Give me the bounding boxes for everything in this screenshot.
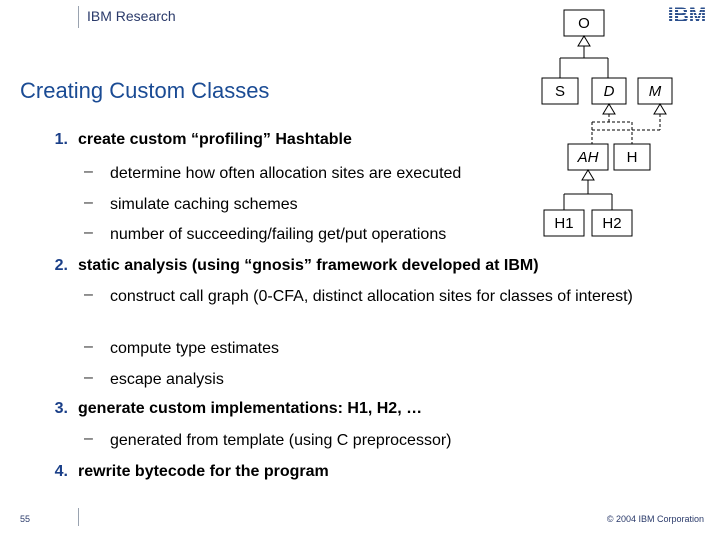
- dash-bullet: –: [84, 286, 93, 303]
- node-box-s: [541, 77, 579, 105]
- list-item-text: static analysis (using “gnosis” framewor…: [78, 257, 539, 274]
- node-box-h2: [591, 209, 633, 237]
- node-label-d: D: [604, 83, 615, 100]
- list-item-number: 2.: [54, 257, 68, 274]
- node-label-m: M: [649, 83, 662, 100]
- list-item-text: rewrite bytecode for the program: [78, 463, 329, 480]
- node-box-m: [637, 77, 673, 105]
- inherit-arrow-ah: [581, 169, 595, 181]
- list-item-number: 4.: [54, 463, 68, 480]
- list-item-text: create custom “profiling” Hashtable: [78, 131, 352, 148]
- sub-item-text: determine how often allocation sites are…: [110, 165, 462, 182]
- class-hierarchy-diagram: O S D M AH H H1 H2: [541, 9, 673, 237]
- node-box-o: [563, 9, 605, 37]
- node-label-h1: H1: [554, 215, 573, 232]
- node-label-ah: AH: [577, 149, 599, 166]
- list-item-text: generate custom implementations: H1, H2,…: [78, 400, 423, 417]
- sub-item-text: number of succeeding/failing get/put ope…: [110, 226, 447, 243]
- dash-bullet: –: [84, 194, 93, 211]
- sub-item-text: compute type estimates: [110, 340, 279, 357]
- inherit-arrow-m: [653, 103, 667, 115]
- dash-bullet: –: [84, 224, 93, 241]
- ibm-logo-text: IBM: [668, 4, 707, 26]
- node-label-h: H: [627, 149, 638, 166]
- node-label-h2: H2: [602, 215, 621, 232]
- dash-bullet: –: [84, 163, 93, 180]
- sub-item-text: escape analysis: [110, 371, 224, 388]
- page-title: Creating Custom Classes: [20, 78, 270, 103]
- node-box-h1: [543, 209, 585, 237]
- list-item-number: 1.: [54, 131, 68, 148]
- sub-item-text: generated from template (using C preproc…: [110, 432, 452, 449]
- header-label: IBM Research: [87, 8, 176, 24]
- list-item-number: 3.: [54, 400, 68, 417]
- sub-item-text: construct call graph (0-CFA, distinct al…: [110, 288, 633, 305]
- node-label-o: O: [578, 15, 590, 32]
- node-box-h: [613, 143, 651, 171]
- footer-divider: [78, 508, 79, 526]
- node-box-d: [591, 77, 627, 105]
- copyright-notice: © 2004 IBM Corporation: [606, 514, 704, 524]
- sub-item-text: simulate caching schemes: [110, 196, 298, 213]
- inherit-arrow-d: [602, 103, 616, 115]
- inherit-arrow-o: [577, 35, 591, 47]
- dash-bullet: –: [84, 430, 93, 447]
- header-divider: [78, 6, 79, 28]
- ibm-logo: IBM: [668, 4, 707, 26]
- node-label-s: S: [555, 83, 565, 100]
- dash-bullet: –: [84, 338, 93, 355]
- dash-bullet: –: [84, 369, 93, 386]
- page-number: 55: [20, 514, 31, 524]
